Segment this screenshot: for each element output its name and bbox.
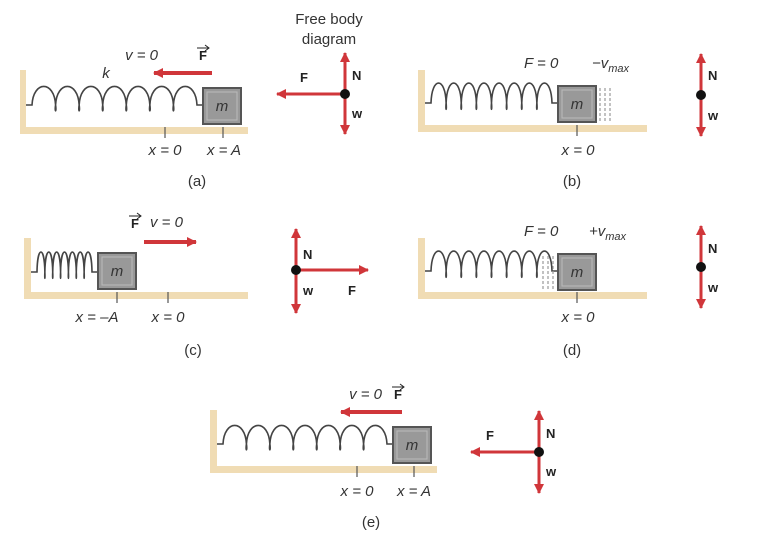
panel-a-spring [26, 85, 203, 112]
fbd-d-weight-label: w [707, 280, 719, 295]
panel-c-force-symbol: F [131, 216, 139, 231]
fbd-c-point [291, 265, 301, 275]
fbd-c: N w F [291, 228, 369, 314]
panel-a-pos-xa: x = A [206, 142, 241, 159]
fbd-a: F N w [276, 52, 363, 135]
panel-e-caption: (e) [362, 514, 380, 531]
fbd-title-line1: Free body [295, 11, 363, 28]
panel-a-spring-constant: k [102, 65, 111, 82]
fbd-c-weight-label: w [302, 283, 314, 298]
fbd-d-normal-label: N [708, 241, 717, 256]
fbd-a-weight-label: w [351, 106, 363, 121]
fbd-title-line2: diagram [302, 31, 356, 48]
panel-b: m F = 0 −vmax x = 0 (b) [418, 55, 647, 190]
fbd-e-force-label: F [486, 428, 494, 443]
panel-c-velocity: v = 0 [150, 214, 184, 231]
panel-a-mass-label: m [216, 98, 229, 115]
panel-a-pos-x0: x = 0 [148, 142, 183, 159]
panel-e-pos-xa: x = A [396, 483, 431, 500]
panel-e-pos-x0: x = 0 [340, 483, 375, 500]
panel-c-mass-block [97, 252, 137, 290]
fbd-a-point [340, 89, 350, 99]
panel-e-mass-label: m [406, 437, 419, 454]
panel-e-mass-block [392, 426, 432, 464]
panel-c-spring [31, 251, 98, 280]
panel-a-force-arrow-half [197, 44, 210, 52]
panel-e: m v = 0 F x = 0 x = A (e) [210, 383, 437, 531]
panel-b-wall-floor [418, 70, 647, 132]
panel-d-spring [425, 250, 558, 279]
panel-d-mass-label: m [571, 264, 584, 281]
fbd-a-force-label: F [300, 70, 308, 85]
fbd-a-normal-label: N [352, 68, 361, 83]
panel-b-velocity: −vmax [592, 55, 630, 75]
panel-b-mass-label: m [571, 96, 584, 113]
fbd-c-force-label: F [348, 283, 356, 298]
panel-a-mass-block [202, 87, 242, 125]
panel-b-mass-block [557, 85, 597, 123]
panel-a-velocity: v = 0 [125, 47, 159, 64]
fbd-e-weight-label: w [545, 464, 557, 479]
fbd-b-weight-label: w [707, 108, 719, 123]
panel-d-mass-block [557, 253, 597, 291]
panel-d-velocity: +vmax [589, 223, 627, 243]
panel-b-pos-x0: x = 0 [561, 142, 596, 159]
panel-e-velocity: v = 0 [349, 386, 383, 403]
panel-c: m F v = 0 x = –A x = 0 (c) [24, 212, 248, 359]
panel-c-force-arrow-half [129, 212, 142, 220]
panel-b-force: F = 0 [524, 55, 559, 72]
fbd-b: N w [696, 53, 719, 137]
panel-d-wall-floor [418, 238, 647, 299]
panel-a-wall-floor [20, 70, 248, 134]
panel-c-pos-xneg: x = –A [75, 309, 119, 326]
fbd-d: N w [696, 225, 719, 309]
fbd-b-normal-label: N [708, 68, 717, 83]
panel-c-wall-floor [24, 238, 248, 299]
panel-a-caption: (a) [188, 173, 206, 190]
panel-c-caption: (c) [184, 342, 202, 359]
panel-d: m F = 0 +vmax x = 0 (d) [418, 223, 647, 359]
panel-e-spring [217, 424, 393, 451]
fbd-e: F N w [470, 410, 557, 494]
panel-c-mass-label: m [111, 263, 124, 280]
panel-d-caption: (d) [563, 342, 581, 359]
panel-e-force-symbol: F [394, 387, 402, 402]
fbd-d-point [696, 262, 706, 272]
panel-a: m k v = 0 F x = 0 x = A (a) [20, 44, 248, 190]
panel-b-motion-lines [599, 88, 611, 122]
panel-c-pos-x0: x = 0 [151, 309, 186, 326]
panel-d-force: F = 0 [524, 223, 559, 240]
fbd-e-normal-label: N [546, 426, 555, 441]
panel-b-caption: (b) [563, 173, 581, 190]
panel-b-spring [425, 82, 558, 111]
panel-a-force-symbol: F [199, 48, 207, 63]
panel-d-pos-x0: x = 0 [561, 309, 596, 326]
fbd-c-normal-label: N [303, 247, 312, 262]
fbd-b-point [696, 90, 706, 100]
panel-e-force-arrow-half [392, 383, 405, 391]
panel-d-motion-lines [542, 256, 554, 290]
fbd-e-point [534, 447, 544, 457]
